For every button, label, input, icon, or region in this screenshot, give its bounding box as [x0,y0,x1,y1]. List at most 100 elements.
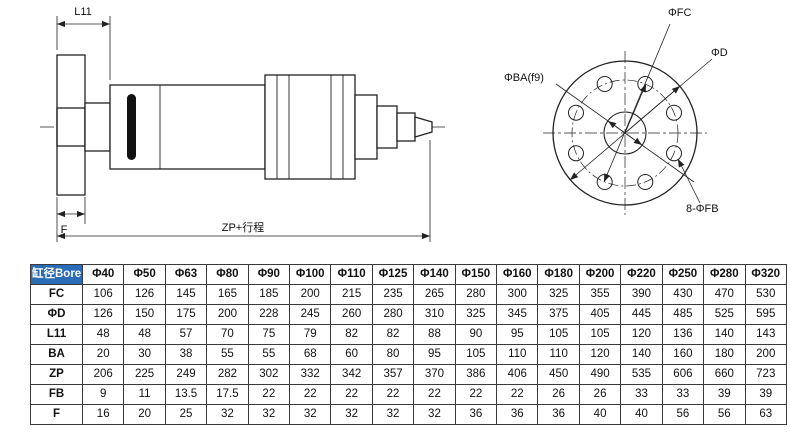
table-cell: 88 [413,324,456,345]
rod-end [396,112,416,142]
bore-header-cell: 缸径Bore [30,264,83,285]
table-cell: 445 [620,304,663,325]
table-cell: 90 [454,324,498,345]
column-header: Φ280 [703,264,746,285]
row-label: BA [30,344,83,365]
table-cell: 32 [206,404,249,425]
dim-label-zp: ZP+行程 [222,221,264,234]
head-assembly [264,74,356,180]
table-cell: 200 [289,284,332,305]
table-cell: 110 [496,344,539,365]
table-cell: 342 [330,364,373,385]
table-cell: 22 [413,384,456,405]
table-cell: 95 [496,324,539,345]
technical-drawing: L11 F ZP+行程 [40,6,728,242]
fb-leader [677,158,701,204]
table-cell: 30 [123,344,166,365]
bolt-hole [666,145,682,162]
table-cell: 32 [330,404,373,425]
table-cell: 32 [289,404,332,425]
side-view-dimensions [56,16,431,242]
table-cell: 595 [744,304,787,325]
table-cell: 430 [661,284,705,305]
table-cell: 375 [537,304,580,325]
bolt-hole [568,145,584,162]
table-cell: 38 [164,344,208,365]
table-cell: 82 [330,324,373,345]
table-cell: 22 [496,384,539,405]
row-label: FC [30,284,83,305]
table-cell: 39 [744,384,787,405]
fc-leader-arrow2 [624,83,647,134]
table-cell: 280 [371,304,415,325]
column-header: Φ160 [496,264,539,285]
table-cell: 300 [496,284,539,305]
table-cell: 140 [703,324,746,345]
row-label: F [30,404,83,425]
ba-leader-arrow1 [607,120,626,134]
bolt-circle [571,79,679,187]
table-cell: 55 [247,344,291,365]
table-cell: 55 [206,344,249,365]
table-cell: 406 [496,364,539,385]
label-d: ΦD [711,47,728,59]
column-header: Φ150 [454,264,498,285]
bore-circle [603,111,647,155]
bolt-hole [568,104,584,121]
table-cell: 22 [371,384,415,405]
table-cell: 245 [289,304,332,325]
table-cell: 82 [371,324,415,345]
table-cell: 525 [703,304,746,325]
dim-label-l11: L11 [74,6,92,18]
table-cell: 302 [247,364,291,385]
column-header: Φ80 [206,264,249,285]
ba-leader-arrow2 [624,132,643,146]
seal-ring [127,94,136,160]
table-cell: 282 [206,364,249,385]
table-cell: 68 [289,344,332,365]
table-cell: 390 [620,284,663,305]
table-cell: 200 [744,344,787,365]
table-cell: 13.5 [164,384,208,405]
table-cell: 260 [330,304,373,325]
table-cell: 136 [661,324,705,345]
table-cell: 165 [206,284,249,305]
table-cell: 325 [454,304,498,325]
table-cell: 106 [81,284,125,305]
table-cell: 22 [454,384,498,405]
column-header: Φ50 [123,264,166,285]
table-cell: 370 [413,364,456,385]
table-cell: 185 [247,284,291,305]
table-cell: 36 [496,404,539,425]
column-header: Φ110 [330,264,373,285]
bolt-hole [596,76,613,92]
column-header: Φ40 [81,264,125,285]
table-cell: 105 [537,324,580,345]
table-cell: 470 [703,284,746,305]
table-cell: 60 [330,344,373,365]
table-cell: 357 [371,364,415,385]
table-cell: 48 [81,324,125,345]
gland-step-1 [354,94,378,160]
table-cell: 22 [289,384,332,405]
table-cell: 33 [620,384,663,405]
table-cell: 105 [578,324,622,345]
table-cell: 36 [454,404,498,425]
table-cell: 280 [454,284,498,305]
table-cell: 249 [164,364,208,385]
front-view-leaders [555,23,713,204]
table-cell: 606 [661,364,705,385]
column-header: Φ220 [620,264,663,285]
table-cell: 20 [123,404,166,425]
table-cell: 20 [81,344,125,365]
table-cell: 143 [744,324,787,345]
table-cell: 32 [371,404,415,425]
table-cell: 32 [413,404,456,425]
column-header: Φ320 [744,264,787,285]
table-cell: 32 [247,404,291,425]
column-header: Φ140 [413,264,456,285]
table-cell: 660 [703,364,746,385]
